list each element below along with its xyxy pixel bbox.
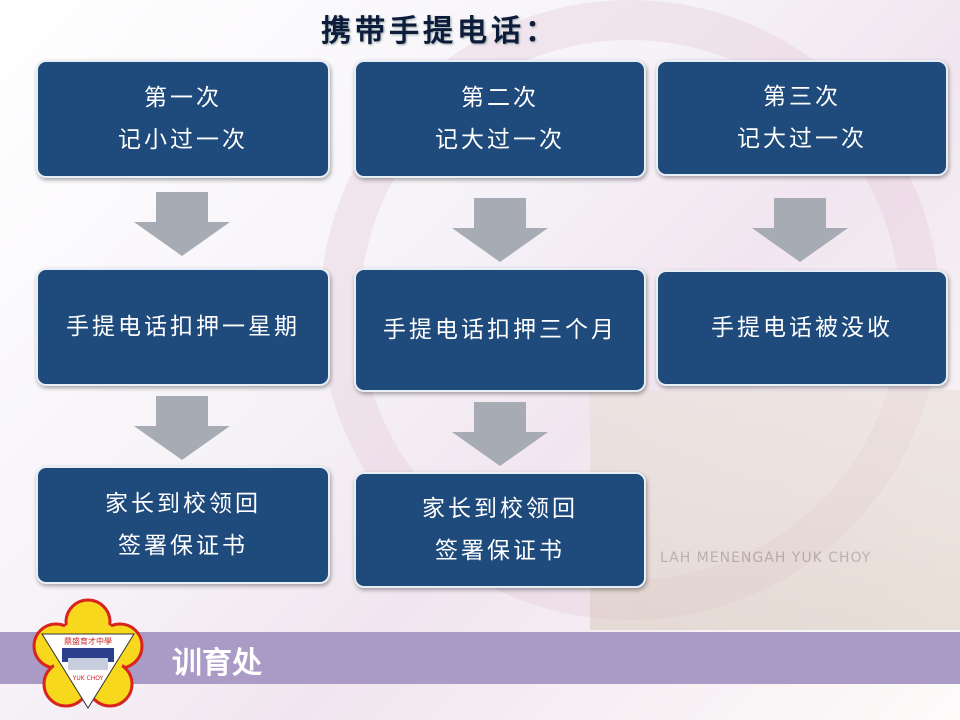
confiscation-box-2: 手提电话扣押三个月: [354, 268, 646, 392]
offense-penalty: 记大过一次: [435, 127, 565, 153]
followup-line: 家长到校领回: [422, 496, 578, 522]
down-arrow-icon: [134, 396, 230, 460]
offense-box-3: 第三次 记大过一次: [656, 60, 948, 176]
offense-penalty: 记大过一次: [737, 126, 867, 152]
svg-text:YUK CHOY: YUK CHOY: [72, 675, 104, 682]
down-arrow-icon: [752, 198, 848, 262]
footer-band: 训育处: [0, 632, 960, 684]
down-arrow-icon: [452, 402, 548, 466]
followup-box-1: 家长到校领回 签署保证书: [36, 466, 330, 584]
school-logo: 鼎盛育才中學 YUK CHOY: [32, 598, 144, 709]
confiscation-box-3: 手提电话被没收: [656, 270, 948, 386]
confiscation-text: 手提电话扣押一星期: [66, 314, 300, 340]
followup-line: 签署保证书: [118, 533, 248, 559]
department-label: 训育处: [172, 646, 262, 681]
offense-box-1: 第一次 记小过一次: [36, 60, 330, 178]
slide-title: 携带手提电话：: [321, 14, 559, 49]
confiscation-text: 手提电话被没收: [711, 315, 893, 341]
offense-count: 第三次: [763, 84, 841, 110]
followup-box-2: 家长到校领回 签署保证书: [354, 472, 646, 588]
down-arrow-icon: [452, 198, 548, 262]
offense-count: 第一次: [144, 85, 222, 111]
offense-penalty: 记小过一次: [118, 127, 248, 153]
school-building-image: LAH MENENGAH YUK CHOY: [590, 390, 960, 630]
confiscation-box-1: 手提电话扣押一星期: [36, 268, 330, 386]
offense-box-2: 第二次 记大过一次: [354, 60, 646, 178]
svg-text:鼎盛育才中學: 鼎盛育才中學: [64, 636, 112, 646]
followup-line: 签署保证书: [435, 538, 565, 564]
followup-line: 家长到校领回: [105, 491, 261, 517]
confiscation-text: 手提电话扣押三个月: [383, 317, 617, 343]
down-arrow-icon: [134, 192, 230, 256]
building-text: LAH MENENGAH YUK CHOY: [660, 550, 872, 566]
offense-count: 第二次: [461, 85, 539, 111]
